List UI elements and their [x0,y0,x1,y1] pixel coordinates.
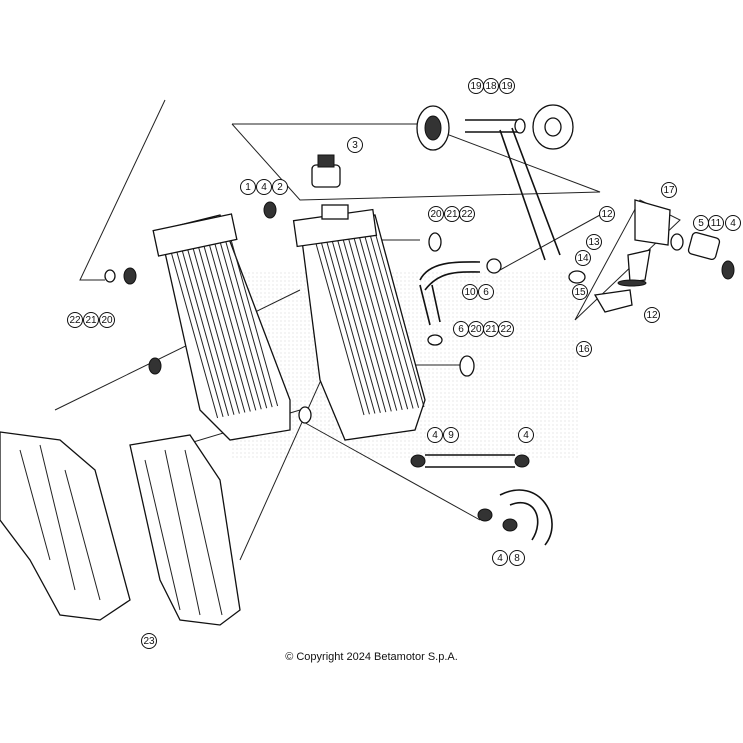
callout-19: 19 [468,78,484,94]
svg-text:21: 21 [85,315,97,326]
thermostat-assembly [568,199,735,313]
callout-12: 12 [599,206,615,222]
svg-text:5: 5 [698,218,704,229]
callout-4: 4 [518,427,534,443]
callout-20: 20 [468,321,484,337]
callout-18: 18 [483,78,499,94]
svg-text:2: 2 [277,182,283,193]
callout-10: 10 [462,284,478,300]
svg-text:17: 17 [663,185,675,196]
svg-text:4: 4 [497,553,503,564]
callout-22: 22 [498,321,514,337]
svg-text:20: 20 [470,324,482,335]
svg-text:21: 21 [485,324,497,335]
svg-text:22: 22 [461,209,473,220]
callout-13: 13 [586,234,602,250]
svg-text:18: 18 [485,81,497,92]
callout-11: 11 [708,215,724,231]
svg-text:22: 22 [500,324,512,335]
callout-21: 21 [444,206,460,222]
callout-4: 4 [725,215,741,231]
svg-text:12: 12 [646,310,658,321]
callout-2: 2 [272,179,288,195]
callout-1: 1 [240,179,256,195]
callout-23: 23 [141,633,157,649]
svg-text:16: 16 [578,344,590,355]
svg-text:1: 1 [245,182,251,193]
callout-15: 15 [572,284,588,300]
svg-text:12: 12 [601,209,613,220]
svg-text:15: 15 [574,287,586,298]
callout-9: 9 [443,427,459,443]
callout-22: 22 [67,312,83,328]
callout-20: 20 [428,206,444,222]
callout-22: 22 [459,206,475,222]
callout-21: 21 [483,321,499,337]
callout-4: 4 [256,179,272,195]
svg-text:6: 6 [458,324,464,335]
svg-text:21: 21 [446,209,458,220]
svg-text:14: 14 [577,253,589,264]
svg-text:4: 4 [432,430,438,441]
callout-20: 20 [99,312,115,328]
svg-text:19: 19 [501,81,513,92]
callout-12: 12 [644,307,660,323]
callout-4: 4 [492,550,508,566]
callout-6: 6 [478,284,494,300]
svg-text:20: 20 [101,315,113,326]
upper-hose [416,104,574,261]
hoses-and-clamps [104,201,553,546]
svg-text:3: 3 [352,140,358,151]
svg-text:8: 8 [514,553,520,564]
svg-text:10: 10 [464,287,476,298]
callout-5: 5 [693,215,709,231]
right-radiator [292,204,426,441]
radiator-shroud-right [129,434,241,626]
radiator-shroud-left [0,431,131,621]
svg-text:19: 19 [470,81,482,92]
callout-8: 8 [509,550,525,566]
callout-17: 17 [661,182,677,198]
svg-text:6: 6 [483,287,489,298]
callout-16: 16 [576,341,592,357]
svg-text:4: 4 [523,430,529,441]
callout-4: 4 [427,427,443,443]
svg-text:9: 9 [448,430,454,441]
callout-6: 6 [453,321,469,337]
svg-text:4: 4 [261,182,267,193]
callout-3: 3 [347,137,363,153]
svg-text:11: 11 [711,218,722,229]
left-radiator [152,213,291,441]
callout-19: 19 [499,78,515,94]
callout-14: 14 [575,250,591,266]
callout-21: 21 [83,312,99,328]
svg-text:13: 13 [588,237,600,248]
copyright-text: © Copyright 2024 Betamotor S.p.A. [285,651,458,663]
svg-text:20: 20 [430,209,442,220]
svg-text:4: 4 [730,218,736,229]
radiator-cap [311,154,341,188]
svg-text:23: 23 [143,636,155,647]
svg-text:22: 22 [69,315,81,326]
